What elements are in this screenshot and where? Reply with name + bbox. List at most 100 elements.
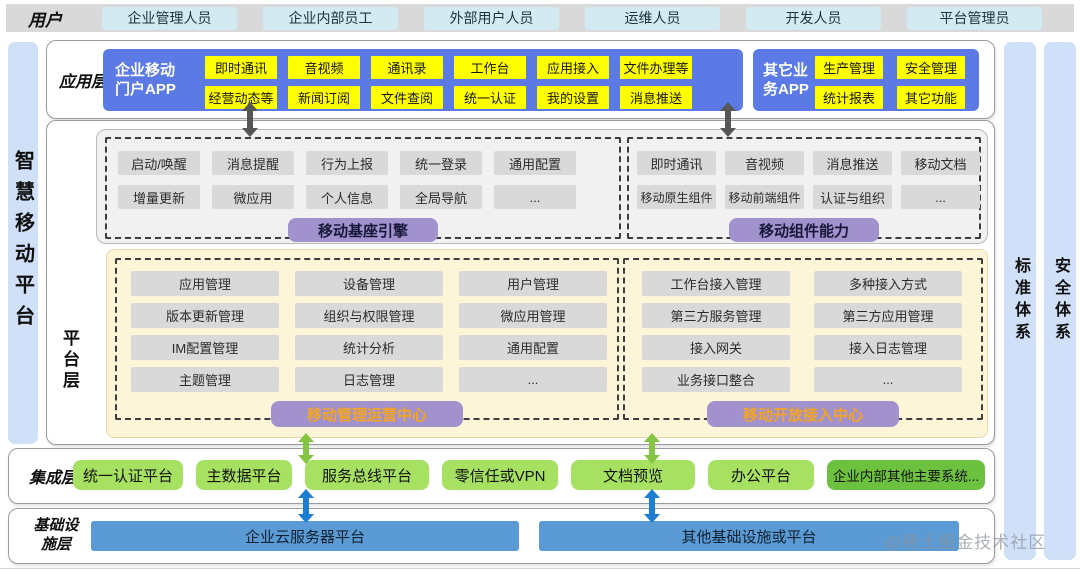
feature-chip: 音视频 <box>288 56 360 79</box>
management-chip: 多种接入方式 <box>814 271 962 296</box>
capability-chip: 启动/唤醒 <box>118 151 200 175</box>
capability-chip: 微应用 <box>212 185 294 209</box>
application-layer: 应用层 企业移动 门户APP 即时通讯 音视频 通讯录 工作台 应用接入 文件办… <box>46 40 995 119</box>
capability-chip: 增量更新 <box>118 185 200 209</box>
users-bar: 用户 企业管理人员 企业内部员工 外部用户人员 运维人员 开发人员 平台管理员 <box>6 4 1074 32</box>
feature-chip: 应用接入 <box>537 56 609 79</box>
users-chip-row: 企业管理人员 企业内部员工 外部用户人员 运维人员 开发人员 平台管理员 <box>102 6 1042 30</box>
capability-chip: 消息推送 <box>813 151 892 175</box>
connector-arrow-integration-infra-left <box>298 489 314 523</box>
left-bar-label: 智慧移动平台 <box>11 150 34 336</box>
system-chip: 服务总线平台 <box>305 460 429 490</box>
users-label: 用户 <box>28 10 62 30</box>
right-bar-standard-system: 标准体系 <box>1004 42 1036 560</box>
feature-chip: 我的设置 <box>537 86 609 109</box>
management-panel: 应用管理 设备管理 用户管理 版本更新管理 组织与权限管理 微应用管理 IM配置… <box>106 249 988 438</box>
management-chip: 业务接口整合 <box>642 367 790 392</box>
other-app-title: 其它业 务APP <box>763 61 809 99</box>
other-business-app-group: 其它业 务APP 生产管理 安全管理 统计报表 其它功能 <box>753 49 979 111</box>
other-feature-grid: 生产管理 安全管理 统计报表 其它功能 <box>815 56 965 109</box>
user-role-chip: 外部用户人员 <box>424 6 559 30</box>
management-chip: 主题管理 <box>131 367 279 392</box>
feature-chip: 经营动态等 <box>205 86 277 109</box>
portal-feature-grid: 即时通讯 音视频 通讯录 工作台 应用接入 文件办理等 经营动态等 新闻订阅 文… <box>205 56 692 109</box>
open-access-badge: 移动开放接入中心 <box>707 401 899 427</box>
user-role-chip: 运维人员 <box>585 6 720 30</box>
capability-chip: 统一登录 <box>400 151 482 175</box>
management-chip: 版本更新管理 <box>131 303 279 328</box>
management-chip: 统计分析 <box>295 335 443 360</box>
feature-chip: 文件办理等 <box>620 56 692 79</box>
infrastructure-layer: 基础设 施层 企业云服务器平台 其他基础设施或平台 <box>8 508 995 564</box>
feature-chip: 其它功能 <box>897 86 965 109</box>
capability-chip: 即时通讯 <box>637 151 716 175</box>
open-access-grid: 工作台接入管理 多种接入方式 第三方服务管理 第三方应用管理 接入网关 接入日志… <box>642 271 962 392</box>
component-capability-grid: 即时通讯 音视频 消息推送 移动文档 移动原生组件 移动前端组件 认证与组织 .… <box>637 151 980 209</box>
user-role-chip: 企业内部员工 <box>263 6 398 30</box>
feature-chip: 消息推送 <box>620 86 692 109</box>
base-engine-region: 启动/唤醒 消息提醒 行为上报 统一登录 通用配置 增量更新 微应用 个人信息 … <box>105 137 621 242</box>
capability-chip: 全局导航 <box>400 185 482 209</box>
open-access-region: 工作台接入管理 多种接入方式 第三方服务管理 第三方应用管理 接入网关 接入日志… <box>623 258 983 427</box>
capability-chip: 音视频 <box>725 151 804 175</box>
ops-center-grid: 应用管理 设备管理 用户管理 版本更新管理 组织与权限管理 微应用管理 IM配置… <box>131 271 607 392</box>
management-chip: 接入日志管理 <box>814 335 962 360</box>
feature-chip: 即时通讯 <box>205 56 277 79</box>
base-engine-grid: 启动/唤醒 消息提醒 行为上报 统一登录 通用配置 增量更新 微应用 个人信息 … <box>118 151 576 209</box>
feature-chip: 统计报表 <box>815 86 883 109</box>
management-chip: ... <box>459 367 607 392</box>
ops-center-badge: 移动管理运营中心 <box>271 401 463 427</box>
feature-chip: 统一认证 <box>454 86 526 109</box>
left-bar-smart-mobile-platform: 智慧移动平台 <box>8 42 38 444</box>
right-bar-security-label: 安全体系 <box>1052 257 1069 345</box>
connector-arrow-app-platform-left <box>242 102 258 137</box>
user-role-chip: 企业管理人员 <box>102 6 237 30</box>
management-chip: 工作台接入管理 <box>642 271 790 296</box>
cloud-server-platform-bar: 企业云服务器平台 <box>91 521 519 551</box>
management-chip: 第三方应用管理 <box>814 303 962 328</box>
capability-chip: 移动前端组件 <box>725 185 804 209</box>
system-chip: 零信任或VPN <box>442 460 558 490</box>
connector-arrow-integration-infra-right <box>644 489 660 523</box>
capability-chip: 通用配置 <box>494 151 576 175</box>
capability-chip: 个人信息 <box>306 185 388 209</box>
connector-arrow-platform-integration-right <box>644 433 660 464</box>
feature-chip: 通讯录 <box>371 56 443 79</box>
management-chip: 应用管理 <box>131 271 279 296</box>
integration-systems-row: 统一认证平台 主数据平台 服务总线平台 零信任或VPN 文档预览 办公平台 企业… <box>73 460 985 490</box>
infrastructure-layer-label: 基础设 施层 <box>33 517 79 553</box>
platform-layer: 平台层 启动/唤醒 消息提醒 行为上报 统一登录 通用配置 增量更新 微应用 个… <box>46 120 995 445</box>
management-chip: 用户管理 <box>459 271 607 296</box>
management-chip: 通用配置 <box>459 335 607 360</box>
capability-chip: 行为上报 <box>306 151 388 175</box>
management-chip: ... <box>814 367 962 392</box>
application-layer-label: 应用层 <box>59 73 108 91</box>
feature-chip: 新闻订阅 <box>288 86 360 109</box>
system-chip: 企业内部其他主要系统... <box>827 460 985 490</box>
management-chip: 组织与权限管理 <box>295 303 443 328</box>
other-infrastructure-bar: 其他基础设施或平台 <box>539 521 959 551</box>
integration-layer: 集成层 统一认证平台 主数据平台 服务总线平台 零信任或VPN 文档预览 办公平… <box>8 448 995 504</box>
connector-arrow-platform-integration-left <box>298 433 314 464</box>
connector-arrow-app-platform-right <box>720 102 736 137</box>
management-chip: IM配置管理 <box>131 335 279 360</box>
component-capability-region: 即时通讯 音视频 消息推送 移动文档 移动原生组件 移动前端组件 认证与组织 .… <box>627 137 981 242</box>
platform-layer-label: 平台层 <box>60 329 79 392</box>
management-chip: 接入网关 <box>642 335 790 360</box>
user-role-chip: 平台管理员 <box>907 6 1042 30</box>
ops-center-region: 应用管理 设备管理 用户管理 版本更新管理 组织与权限管理 微应用管理 IM配置… <box>115 258 619 427</box>
capability-chip: ... <box>901 185 980 209</box>
integration-layer-label: 集成层 <box>29 470 78 487</box>
right-bar-security-system: 安全体系 <box>1044 42 1076 560</box>
mobile-engine-panel: 启动/唤醒 消息提醒 行为上报 统一登录 通用配置 增量更新 微应用 个人信息 … <box>96 129 988 244</box>
management-chip: 第三方服务管理 <box>642 303 790 328</box>
feature-chip: 工作台 <box>454 56 526 79</box>
portal-app-title: 企业移动 门户APP <box>115 61 176 99</box>
management-chip: 设备管理 <box>295 271 443 296</box>
capability-chip: 移动文档 <box>901 151 980 175</box>
feature-chip: 文件查阅 <box>371 86 443 109</box>
system-chip: 办公平台 <box>708 460 814 490</box>
management-chip: 日志管理 <box>295 367 443 392</box>
base-engine-badge: 移动基座引擎 <box>288 218 438 242</box>
